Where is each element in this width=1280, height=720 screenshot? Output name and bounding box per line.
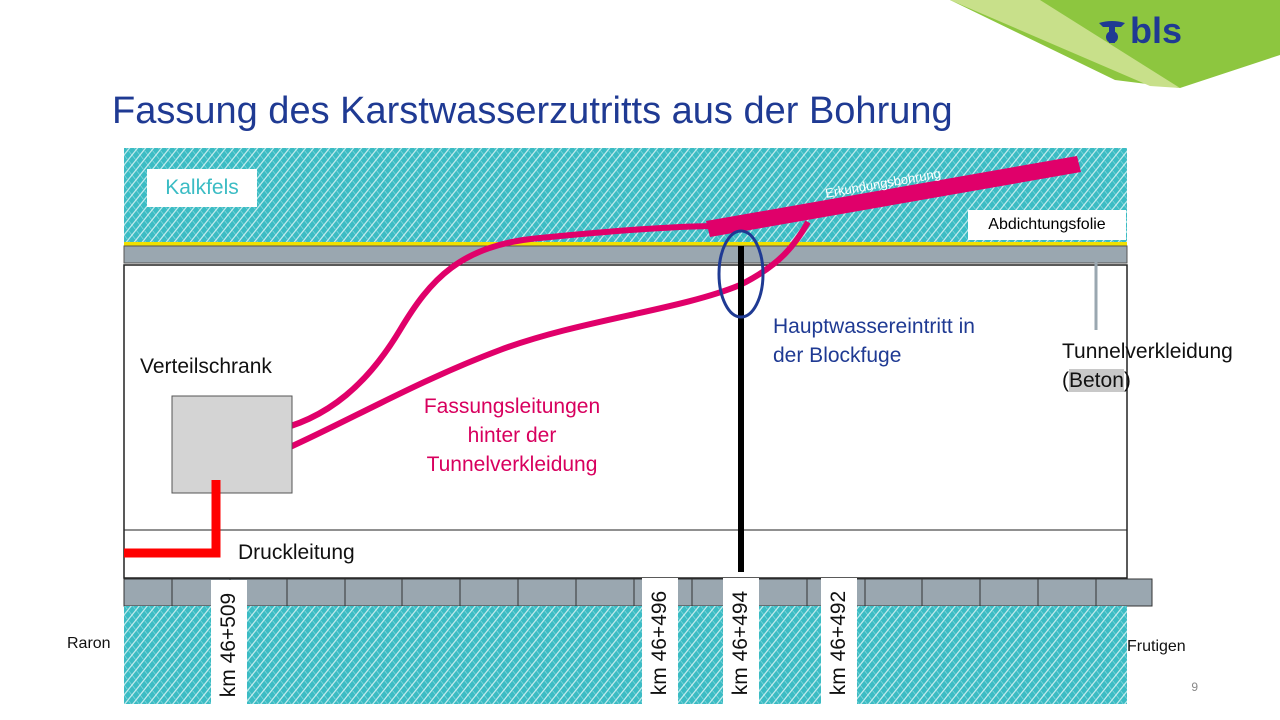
label-beton-word: Beton xyxy=(1069,369,1124,392)
lining-bottom xyxy=(123,578,1153,607)
label-fassungsleitungen: Fassungsleitungen hinter der Tunnelverkl… xyxy=(392,392,632,479)
waterproof-membrane xyxy=(124,242,1127,246)
label-kalkfels: Kalkfels xyxy=(147,169,257,207)
label-raron: Raron xyxy=(67,635,111,652)
km-marker-492: km 46+492 xyxy=(821,578,857,708)
label-frutigen: Frutigen xyxy=(1127,638,1186,655)
label-hauptwasser-1: Hauptwassereintritt in xyxy=(773,315,975,338)
km-marker-496: km 46+496 xyxy=(642,578,678,708)
label-beton-close: ) xyxy=(1123,369,1131,392)
exploration-borehole xyxy=(706,156,1081,237)
lining-top xyxy=(123,245,1128,264)
km-marker-509-text: km 46+509 xyxy=(217,592,240,698)
distribution-cabinet xyxy=(171,395,293,494)
label-beton: (Beton) xyxy=(1062,369,1131,393)
label-hauptwasser-2: der Blockfuge xyxy=(773,344,902,367)
km-marker-509: km 46+509 xyxy=(211,580,247,710)
bls-logo-icon xyxy=(1097,17,1127,47)
page-title: Fassung des Karstwasserzutritts aus der … xyxy=(112,90,953,132)
label-abdichtungsfolie: Abdichtungsfolie xyxy=(968,210,1126,240)
label-fassung-3: Tunnelverkleidung xyxy=(426,453,598,476)
pressure-line xyxy=(124,480,221,558)
label-fassung-1: Fassungsleitungen xyxy=(423,395,601,418)
km-marker-492-text: km 46+492 xyxy=(827,590,850,696)
page-number: 9 xyxy=(1191,680,1198,694)
label-tunnelverkleidung: Tunnelverkleidung xyxy=(1062,340,1233,363)
km-marker-494-text: km 46+494 xyxy=(729,590,752,696)
bls-logo-text: bls xyxy=(1130,10,1183,51)
rock-bottom xyxy=(124,606,1127,704)
collection-pipe-upper xyxy=(267,223,721,435)
collection-pipe-lower xyxy=(286,220,811,451)
label-beton-open: ( xyxy=(1062,369,1069,392)
label-verteilschrank: Verteilschrank xyxy=(140,355,272,378)
label-fassung-2: hinter der xyxy=(467,424,557,447)
water-entry-ellipse xyxy=(717,229,765,319)
km-marker-494: km 46+494 xyxy=(723,578,759,708)
rock-top xyxy=(124,148,1127,243)
label-druckleitung: Druckleitung xyxy=(238,541,355,564)
logo-swoosh-light xyxy=(950,0,1180,88)
km-marker-496-text: km 46+496 xyxy=(648,590,671,696)
